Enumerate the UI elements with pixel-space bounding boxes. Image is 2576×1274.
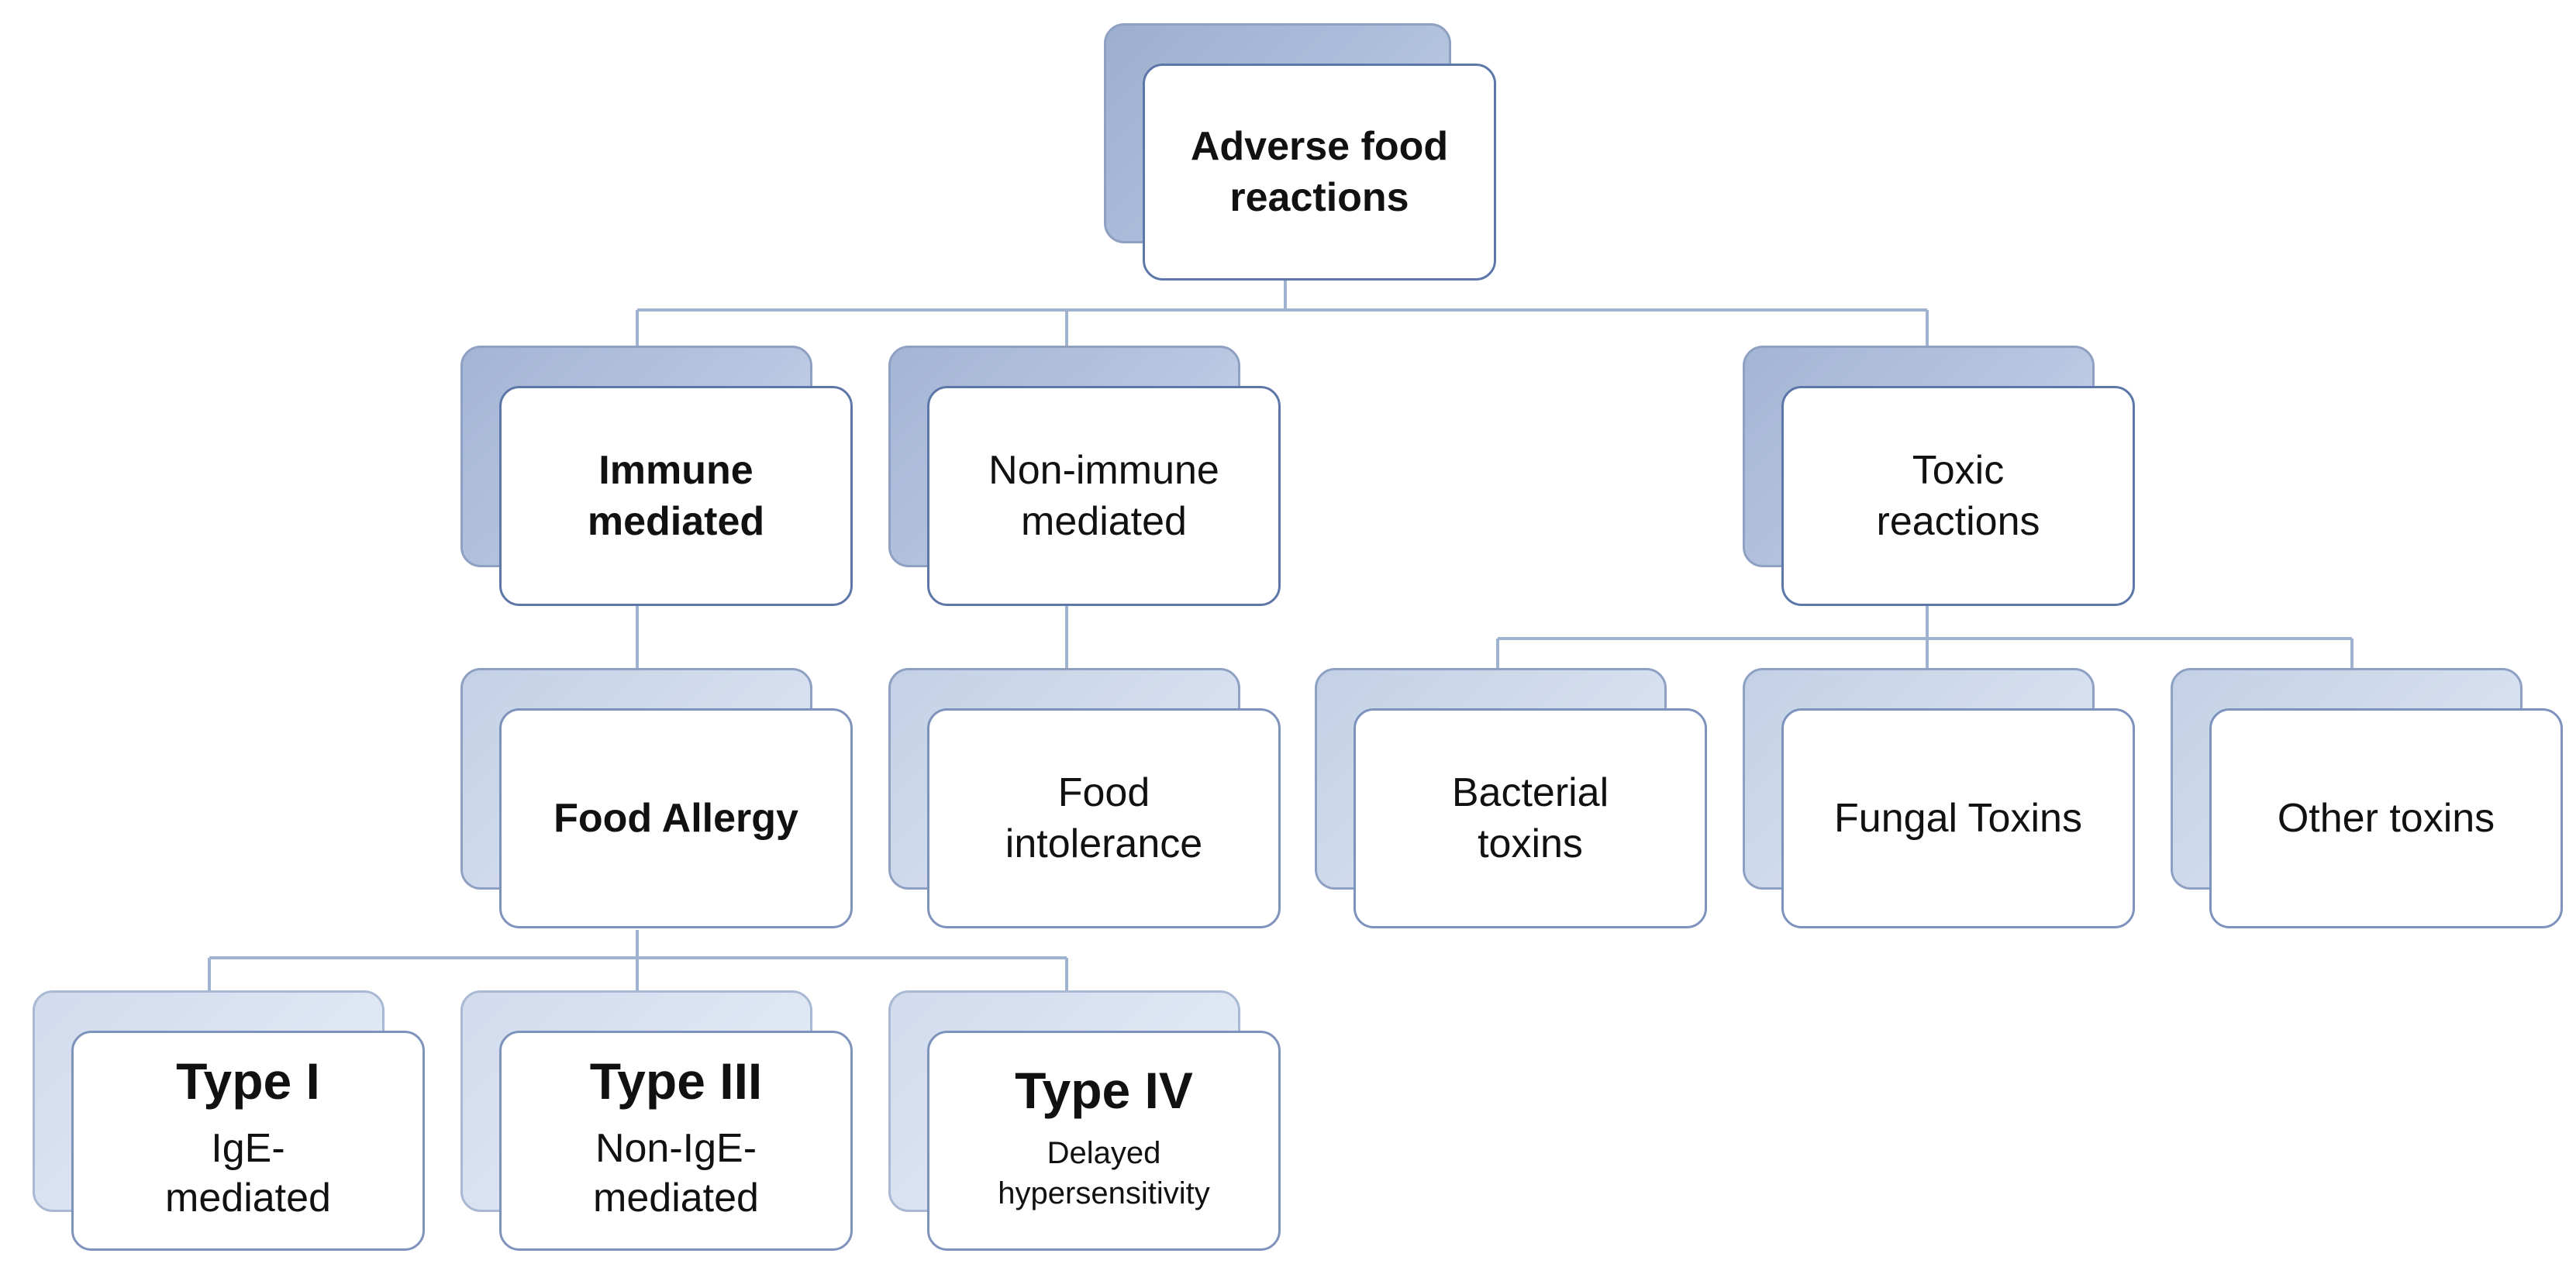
- food-allergy-label: Food Allergy: [553, 796, 798, 841]
- toxic-reactions-label: Toxic reactions: [1876, 448, 2040, 544]
- connector-toxic-to-toxins: [1496, 604, 2354, 671]
- type-i-description: IgE- mediated: [165, 1126, 331, 1221]
- node-non-immune-mediated: Non-immune mediated: [888, 346, 1281, 606]
- node-food-intolerance: Food intolerance: [888, 668, 1281, 928]
- type-iv-title: Type IV: [1015, 1062, 1193, 1119]
- non-immune-mediated-label: Non-immune mediated: [988, 448, 1219, 544]
- fungal-toxins-label: Fungal Toxins: [1834, 796, 2082, 841]
- root-node-adverse-food-reactions: Adverse food reactions: [1104, 23, 1498, 281]
- node-type-iv: Type IV Delayed hypersensitivity: [888, 990, 1281, 1251]
- immune-mediated-label: Immune mediated: [587, 448, 765, 544]
- food-intolerance-label: Food intolerance: [1005, 770, 1203, 866]
- node-fungal-toxins: Fungal Toxins: [1743, 668, 2135, 928]
- node-toxic-reactions: Toxic reactions: [1743, 346, 2135, 606]
- root-label: Adverse food reactions: [1190, 124, 1449, 220]
- type-iii-description: Non-IgE- mediated: [593, 1126, 759, 1221]
- type-i-title: Type I: [176, 1052, 320, 1110]
- connector-root-to-categories: [636, 279, 1929, 350]
- node-other-toxins: Other toxins: [2171, 668, 2563, 928]
- node-type-iii: Type III Non-IgE- mediated: [460, 990, 853, 1251]
- type-iii-title: Type III: [589, 1052, 763, 1110]
- node-immune-mediated: Immune mediated: [460, 346, 853, 606]
- node-food-allergy: Food Allergy: [460, 668, 853, 928]
- type-iv-description: Delayed hypersensitivity: [998, 1136, 1210, 1210]
- node-bacterial-toxins: Bacterial toxins: [1315, 668, 1707, 928]
- other-toxins-label: Other toxins: [2277, 796, 2495, 841]
- connector-food-allergy-to-types: [208, 930, 1068, 993]
- node-type-i: Type I IgE- mediated: [33, 990, 425, 1251]
- bacterial-toxins-label: Bacterial toxins: [1451, 770, 1609, 866]
